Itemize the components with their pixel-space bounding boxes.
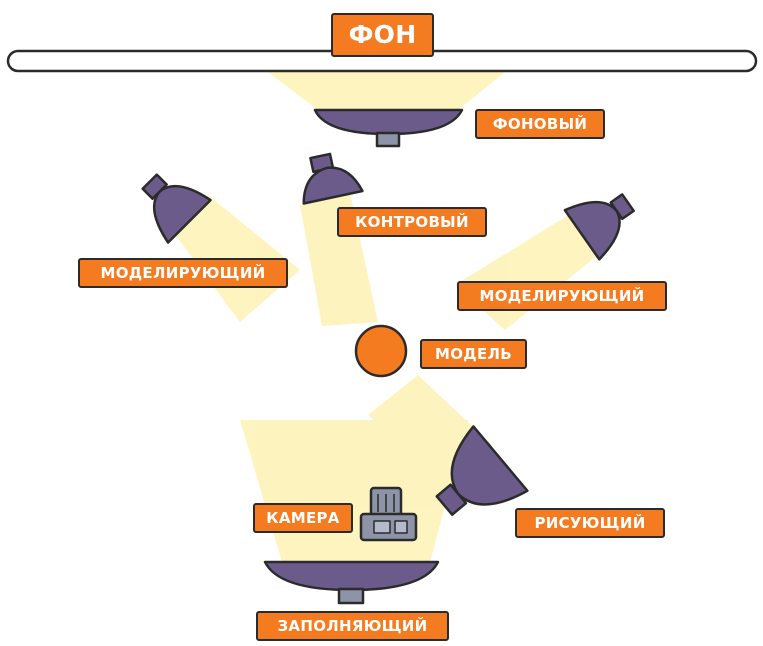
back-light-label: КОНТРОВЫЙ — [337, 207, 487, 237]
camera-label: КАМЕРА — [253, 503, 353, 533]
background-label: ФОН — [331, 13, 434, 57]
modeling-right-label: МОДЕЛИРУЮЩИЙ — [457, 281, 667, 311]
model-circle — [354, 324, 408, 378]
key-light-label: РИСУЮЩИЙ — [515, 508, 665, 538]
modeling-left-label: МОДЕЛИРУЮЩИЙ — [78, 258, 288, 288]
key-light-lamp-icon — [435, 425, 529, 516]
fill-light-lamp-icon — [263, 560, 440, 605]
fill-light-beam — [240, 420, 468, 562]
modeling-left-lamp-icon — [141, 173, 212, 244]
fill-light-label: ЗАПОЛНЯЮЩИЙ — [256, 611, 449, 641]
modeling-right-lamp-icon — [563, 193, 635, 261]
camera-icon — [359, 486, 418, 542]
back-light-beam — [300, 193, 378, 326]
back-light-lamp-icon — [302, 152, 364, 205]
background-light-label: ФОНОВЫЙ — [475, 109, 605, 139]
model-label: МОДЕЛЬ — [420, 339, 527, 369]
background-light-lamp-icon — [313, 108, 464, 148]
background-light-beam — [268, 72, 505, 110]
